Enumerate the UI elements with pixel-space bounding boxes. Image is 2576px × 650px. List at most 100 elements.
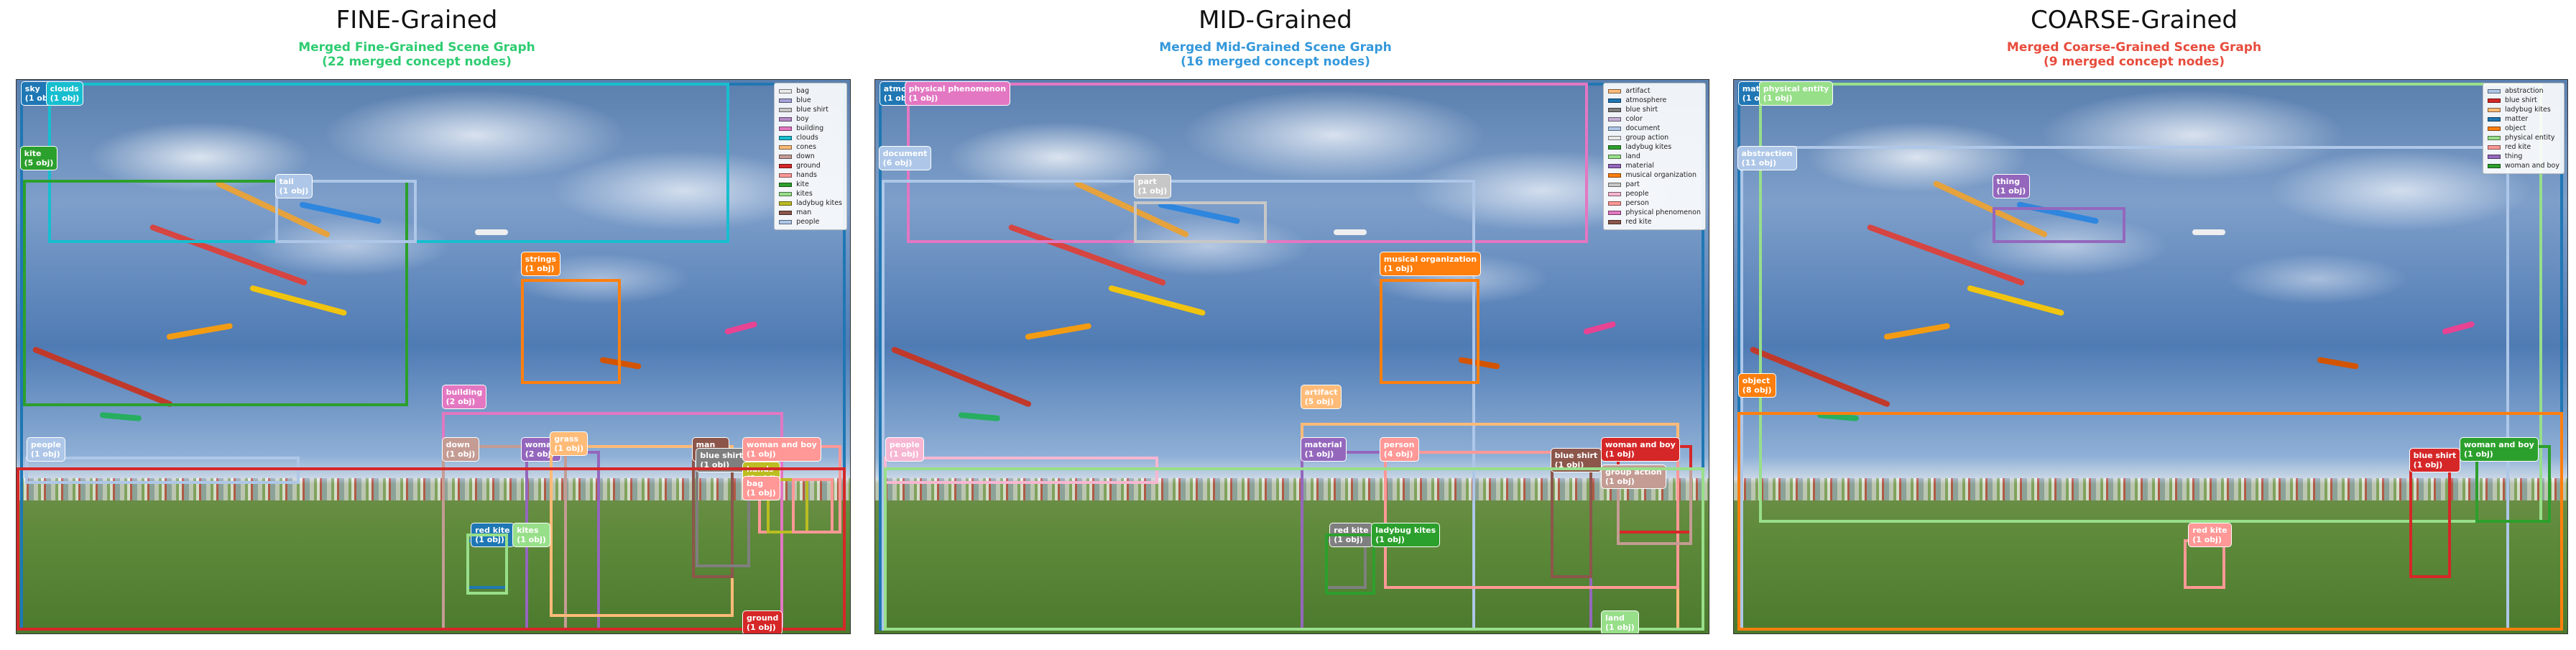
legend-label: ladybug kites [1625, 143, 1672, 151]
bounding-box [466, 534, 509, 595]
legend-swatch [2487, 145, 2501, 150]
bounding-box [1133, 201, 1268, 244]
legend-item: red kite [2487, 142, 2559, 152]
legend-label: people [1625, 190, 1649, 198]
bounding-box [767, 478, 808, 534]
legend-swatch [2487, 98, 2501, 103]
legend-label: down [796, 152, 815, 160]
legend-item: physical phenomenon [1608, 208, 1701, 217]
legend-swatch [779, 182, 793, 187]
legend-item: bag [779, 86, 842, 96]
box-label: grass(1 obj) [550, 431, 588, 456]
panel-subtitle: Merged Coarse-Grained Scene Graph (9 mer… [1717, 40, 2551, 69]
legend-swatch [1608, 98, 1622, 103]
box-label: woman and boy(1 obj) [2460, 436, 2539, 462]
box-label: kite(5 obj) [19, 146, 58, 171]
legend-swatch [1608, 173, 1622, 178]
legend-label: musical organization [1625, 171, 1696, 179]
box-label: blue shirt(1 obj) [2409, 448, 2461, 473]
legend-item: physical entity [2487, 133, 2559, 142]
scene-image: matter(1 obj)physical entity(1 obj)abstr… [1733, 79, 2568, 634]
box-label: kites(1 obj) [512, 523, 550, 547]
panel-title: FINE-Grained [336, 6, 498, 35]
legend-swatch [779, 191, 793, 196]
subtitle-line-2: (9 merged concept nodes) [2044, 55, 2225, 69]
box-label: abstraction(11 obj) [1737, 146, 1797, 171]
legend-label: bag [796, 87, 810, 95]
legend-label: physical entity [2504, 134, 2555, 142]
box-label: artifact(5 obj) [1300, 384, 1342, 409]
bounding-box [1737, 412, 2564, 631]
legend-item: woman and boy [2487, 161, 2559, 170]
legend-swatch [779, 201, 793, 206]
legend-swatch [1608, 154, 1622, 159]
legend-item: material [1608, 161, 1701, 170]
legend-swatch [1608, 116, 1622, 122]
legend-label: kites [796, 190, 813, 198]
legend-item: person [1608, 198, 1701, 208]
box-label: person(4 obj) [1379, 436, 1419, 462]
box-label: musical organization(1 obj) [1379, 251, 1482, 276]
legend-item: part [1608, 180, 1701, 189]
legend-swatch [779, 107, 793, 112]
legend-item: color [1608, 114, 1701, 124]
legend-label: clouds [796, 134, 818, 142]
panel-mid: MID-Grained Merged Mid-Grained Scene Gra… [859, 0, 1709, 650]
legend-swatch [1608, 88, 1622, 93]
box-label: down(1 obj) [441, 436, 480, 462]
subtitle-line-2: (22 merged concept nodes) [322, 55, 512, 69]
legend-swatch [1608, 219, 1622, 224]
legend-swatch [779, 116, 793, 122]
bounding-box [1992, 207, 2126, 244]
legend-label: abstraction [2504, 87, 2544, 95]
legend-label: cones [796, 143, 816, 151]
legend-swatch [1608, 201, 1622, 206]
legend-label: red kite [1625, 218, 1652, 226]
kite-shape [1334, 229, 1367, 235]
legend-swatch [1608, 191, 1622, 196]
panel-subtitle: Merged Mid-Grained Scene Graph (16 merge… [859, 40, 1692, 69]
box-label: ladybug kites(1 obj) [1371, 523, 1441, 547]
legend-label: physical phenomenon [1625, 209, 1701, 216]
box-label: physical phenomenon(1 obj) [904, 81, 1011, 106]
box-label: tail(1 obj) [274, 173, 313, 198]
legend-label: blue shirt [2504, 96, 2537, 104]
box-label: woman and boy(1 obj) [1601, 436, 1680, 462]
bounding-box [791, 478, 834, 534]
box-label: object(8 obj) [1737, 373, 1776, 398]
legend-label: man [796, 209, 812, 216]
legend-label: part [1625, 180, 1640, 188]
box-label: building(2 obj) [441, 384, 487, 409]
legend-swatch [2487, 107, 2501, 112]
legend-label: blue shirt [796, 106, 828, 114]
legend-swatch [2487, 126, 2501, 131]
legend-label: atmosphere [1625, 96, 1667, 104]
legend-swatch [779, 135, 793, 140]
legend-label: blue shirt [1625, 106, 1658, 114]
legend-swatch [779, 163, 793, 168]
kite-shape [2192, 229, 2226, 235]
box-label: part(1 obj) [1133, 173, 1172, 198]
legend-item: blue shirt [2487, 96, 2559, 105]
legend-swatch [1608, 182, 1622, 187]
legend-swatch [1608, 107, 1622, 112]
legend-item: blue shirt [779, 105, 842, 114]
box-label: thing(1 obj) [1992, 173, 2031, 198]
legend-swatch [2487, 116, 2501, 122]
box-label: sky(1 obj) [20, 81, 59, 106]
subtitle-line-1: Merged Fine-Grained Scene Graph [298, 40, 535, 55]
panel-title: MID-Grained [1199, 6, 1352, 35]
legend-swatch [1608, 135, 1622, 140]
box-label: bag(1 obj) [742, 475, 780, 500]
legend-label: ground [796, 162, 821, 170]
bounding-box [1379, 279, 1479, 385]
box-label: document(6 obj) [878, 146, 932, 171]
crowd-strip [1734, 478, 2567, 501]
legend-label: hands [796, 171, 817, 179]
bounding-box [1325, 534, 1375, 595]
legend-item: document [1608, 124, 1701, 133]
legend-item: people [1608, 189, 1701, 198]
